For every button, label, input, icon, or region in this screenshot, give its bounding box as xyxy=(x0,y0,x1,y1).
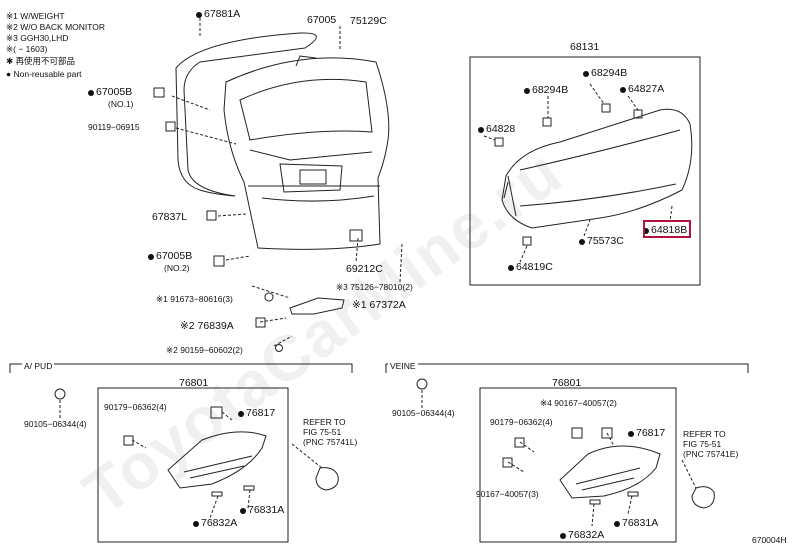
handle-67372A xyxy=(289,297,345,315)
part-64819C[interactable]: 64819C xyxy=(508,262,553,273)
part-76801-right[interactable]: 76801 xyxy=(552,377,582,389)
refer-left-3: (PNC 75741L) xyxy=(303,437,358,447)
part-68131[interactable]: 68131 xyxy=(570,41,600,53)
spoiler-68131 xyxy=(501,108,693,229)
part-67372A[interactable]: ※1 67372A xyxy=(352,299,406,311)
part-67881A[interactable]: 67881A xyxy=(196,9,240,20)
part-64818B[interactable]: 64818B xyxy=(643,225,687,236)
part-90179-left[interactable]: 90179−06362(4) xyxy=(104,402,167,412)
section-label-right: VEINE xyxy=(388,361,418,371)
refer-left-1: REFER TO xyxy=(303,417,346,427)
part-76817-right[interactable]: 76817 xyxy=(628,428,665,439)
part-76831A-left[interactable]: 76831A xyxy=(240,505,284,516)
part-64828[interactable]: 64828 xyxy=(478,124,515,135)
part-90119[interactable]: 90119−06915 xyxy=(88,122,140,132)
section-label-left: A/ PUD xyxy=(22,361,55,371)
refer-left-2[interactable]: FIG 75-51 xyxy=(303,427,342,437)
part-67005B-no2[interactable]: 67005B xyxy=(148,251,192,262)
part-67005B-no1[interactable]: 67005B xyxy=(88,87,132,98)
garnish-right xyxy=(559,445,661,499)
weatherstrip-67881A xyxy=(175,32,317,197)
part-90167-a[interactable]: ※4 90167−40057(2) xyxy=(540,398,617,408)
part-69212C[interactable]: 69212C xyxy=(346,263,383,275)
note-6: ● Non-reusable part xyxy=(6,69,82,79)
note-2: ※2 W/O BACK MONITOR xyxy=(6,22,106,32)
part-75573C[interactable]: 75573C xyxy=(579,236,624,247)
part-76832A-left[interactable]: 76832A xyxy=(193,518,237,529)
diagram-code: 670004H xyxy=(752,535,787,545)
camera-left xyxy=(315,467,339,491)
note-1: ※1 W/WEIGHT xyxy=(6,11,65,21)
part-75129C[interactable]: 75129C xyxy=(350,15,387,27)
part-67005B-no2-note: (NO.2) xyxy=(164,263,190,273)
note-4: ※( − 1603) xyxy=(6,44,48,54)
part-90105-left[interactable]: 90105−06344(4) xyxy=(24,419,87,429)
part-90105-right[interactable]: 90105−06344(4) xyxy=(392,408,455,418)
refer-right-1: REFER TO xyxy=(683,429,726,439)
note-3: ※3 GGH30,LHD xyxy=(6,33,69,43)
back-door-67005 xyxy=(223,57,390,250)
part-68294B-a[interactable]: 68294B xyxy=(583,68,627,79)
part-76801-left[interactable]: 76801 xyxy=(179,377,209,389)
part-67837L[interactable]: 67837L xyxy=(152,211,188,223)
camera-right xyxy=(691,486,715,509)
part-90159[interactable]: ※2 90159−60602(2) xyxy=(166,345,243,355)
garnish-left xyxy=(167,431,267,489)
part-76839A[interactable]: ※2 76839A xyxy=(180,320,234,332)
highlight-box-64818B xyxy=(643,220,691,238)
refer-right-2[interactable]: FIG 75-51 xyxy=(683,439,722,449)
part-76831A-right[interactable]: 76831A xyxy=(614,518,658,529)
part-75126[interactable]: ※3 75126−78010(2) xyxy=(336,282,413,292)
part-67005B-no1-note: (NO.1) xyxy=(108,99,134,109)
part-67005[interactable]: 67005 xyxy=(307,14,337,26)
refer-right-3: (PNC 75741E) xyxy=(683,449,739,459)
part-64827A[interactable]: 64827A xyxy=(620,84,664,95)
part-91673[interactable]: ※1 91673−80616(3) xyxy=(156,294,233,304)
part-68294B-b[interactable]: 68294B xyxy=(524,85,568,96)
part-76817-left[interactable]: 76817 xyxy=(238,408,275,419)
part-90167-b[interactable]: 90167−40057(3) xyxy=(476,489,539,499)
part-90179-right[interactable]: 90179−06362(4) xyxy=(490,417,553,427)
part-76832A-right[interactable]: 76832A xyxy=(560,530,604,541)
note-5: ✱ 再使用不可部品 xyxy=(6,56,75,66)
